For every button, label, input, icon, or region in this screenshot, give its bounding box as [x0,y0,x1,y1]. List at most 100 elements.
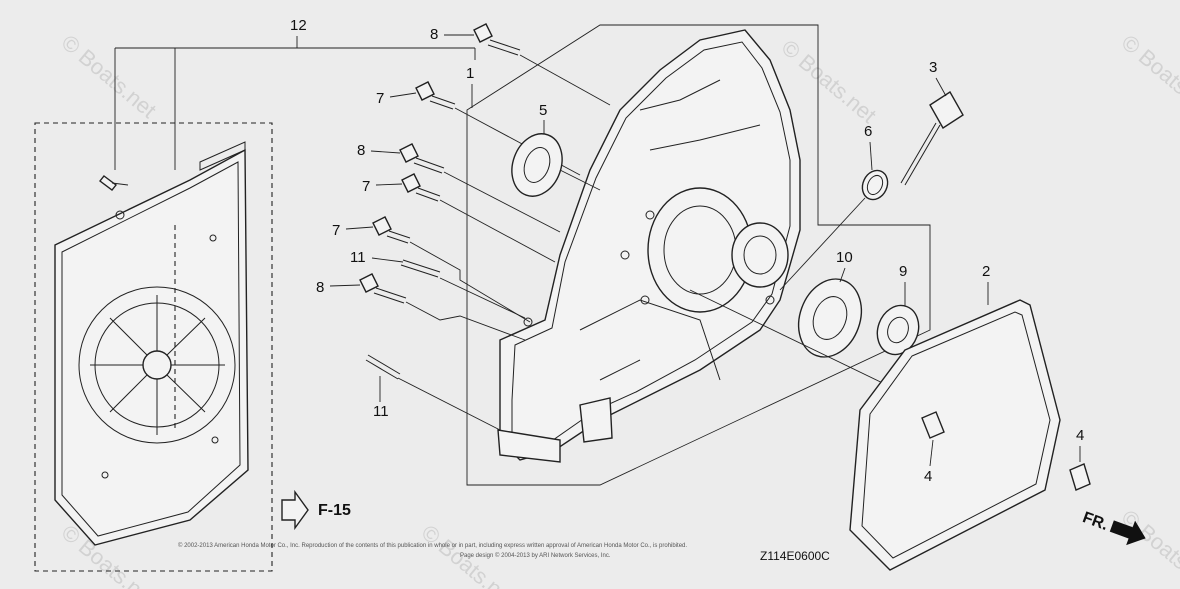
cover-panel [54,148,249,546]
cover-mounting-rod [199,141,246,171]
bolt-7-mid-leader [439,199,556,263]
bolt-8-mid-shank [413,157,445,174]
case-bolt-hole-2 [620,250,630,260]
bolt-8-lower-shank [373,287,407,304]
bolt-7-upper-shank [429,95,456,110]
left-dashed-frame [34,122,273,572]
stud-11-upper-leader [439,277,526,319]
callout-8-lower: 8 [316,279,324,296]
copyright-line-2: Page design © 2004-2013 by ARI Network S… [460,552,611,559]
bolt-7-lower-head [372,216,392,236]
reference-f15[interactable]: F-15 [281,489,351,531]
cam-bore [743,235,777,275]
watermark-top-right: © Boats.net [1117,30,1180,123]
callout-7-mid-line [375,183,403,186]
bolt-7-upper-head [415,81,435,101]
dowel-pin-left [921,411,945,439]
cover-hole-3 [211,436,219,444]
callout-12-bracket [114,36,476,170]
bolt-8-top-head [473,23,493,43]
callout-7-upper: 7 [376,90,384,107]
case-gasket [849,299,1061,571]
watermark-bottom-right: © Boats.net [1117,505,1180,589]
cover-hole-2 [209,234,217,242]
cover-bolt-head [99,175,117,191]
callout-6: 6 [864,123,872,140]
callout-7-lower-line [345,226,374,230]
oil-filler-cap [929,91,964,129]
callout-7-lower: 7 [332,222,340,239]
callout-4-left-leader [929,439,934,467]
callout-5: 5 [539,102,547,119]
bolts-group: 8 7 5 8 7 7 11 [316,23,611,431]
front-arrow-icon [1109,520,1146,546]
case-ribs-upper [639,79,761,151]
case-bolt-hole-4 [765,295,775,305]
case-assembly-frame [466,24,931,486]
small-bearing [876,304,920,356]
stud-11-lower [365,354,401,380]
callout-3: 3 [929,59,937,76]
bolt-7-lower-shank [386,230,411,244]
oil-seal [511,133,563,197]
reference-arrow-icon [281,489,309,531]
small-bearing-bore [887,316,909,344]
watermark-top-left: © Boats.net [57,30,161,123]
case-bolt-hole-5 [523,317,533,327]
bolt-7-mid-shank [415,187,441,202]
stud-11-lower-leader [397,377,501,431]
callout-10-leader [839,267,846,283]
reference-label: F-15 [318,502,351,519]
callout-11-lower: 11 [373,403,389,420]
o-ring-inner [866,174,884,196]
callout-12: 12 [290,17,307,34]
dowel-pin-right [1069,463,1091,491]
case-foot [497,429,561,463]
o-ring-leader [779,197,866,291]
left-cover-assembly [34,122,273,572]
o-ring [861,169,889,201]
cover-bolt-shank [111,182,129,186]
bolt-7-mid-head [401,173,421,193]
callout-6-leader [869,141,873,171]
cover-hole-4 [101,471,109,479]
case-bolt-hole-1 [645,210,655,220]
callout-3-leader [935,77,947,97]
callout-10: 10 [836,249,853,266]
cover-panel-inner-edge [61,161,241,537]
callout-8-lower-line [329,284,361,287]
orientation-label: FR. [1080,509,1110,534]
main-case-assembly: 1 [466,24,931,486]
cooling-fan-outer [78,286,236,444]
oil-seal-leader [559,169,601,191]
case-tab [579,397,613,443]
bolt-8-top-leader [519,54,611,106]
cover-hole-1 [115,210,125,220]
callout-9: 9 [899,263,907,280]
radial-ball-bearing [797,278,863,358]
case-bolt-hole-3 [640,295,650,305]
bolt-8-lower-leader [405,301,526,341]
fan-spokes [90,295,225,435]
copyright-line-1: © 2002-2013 American Honda Motor Co., In… [178,542,687,549]
oil-seal-bore [523,147,551,183]
bolt-8-mid-leader [443,171,561,233]
case-gasket-inner [861,311,1051,559]
callout-4-left: 4 [924,468,932,485]
fan-hub [142,350,172,380]
callout-7-mid: 7 [362,178,370,195]
callout-8-top: 8 [430,26,438,43]
watermark-top-mid: © Boats.net [777,35,881,128]
bolt-8-top-shank [487,39,521,56]
diagram-code: Z114E0600C [760,549,830,563]
callout-2: 2 [982,263,990,280]
callout-4-right: 4 [1076,427,1084,444]
callout-11-upper-line [371,257,404,263]
callout-8-mid-line [370,150,401,154]
bolt-8-mid-head [399,143,419,163]
right-parts-group: 3 6 10 9 2 4 4 [689,59,1091,571]
radial-ball-bearing-bore [812,296,848,340]
stud-11-upper [400,259,441,278]
